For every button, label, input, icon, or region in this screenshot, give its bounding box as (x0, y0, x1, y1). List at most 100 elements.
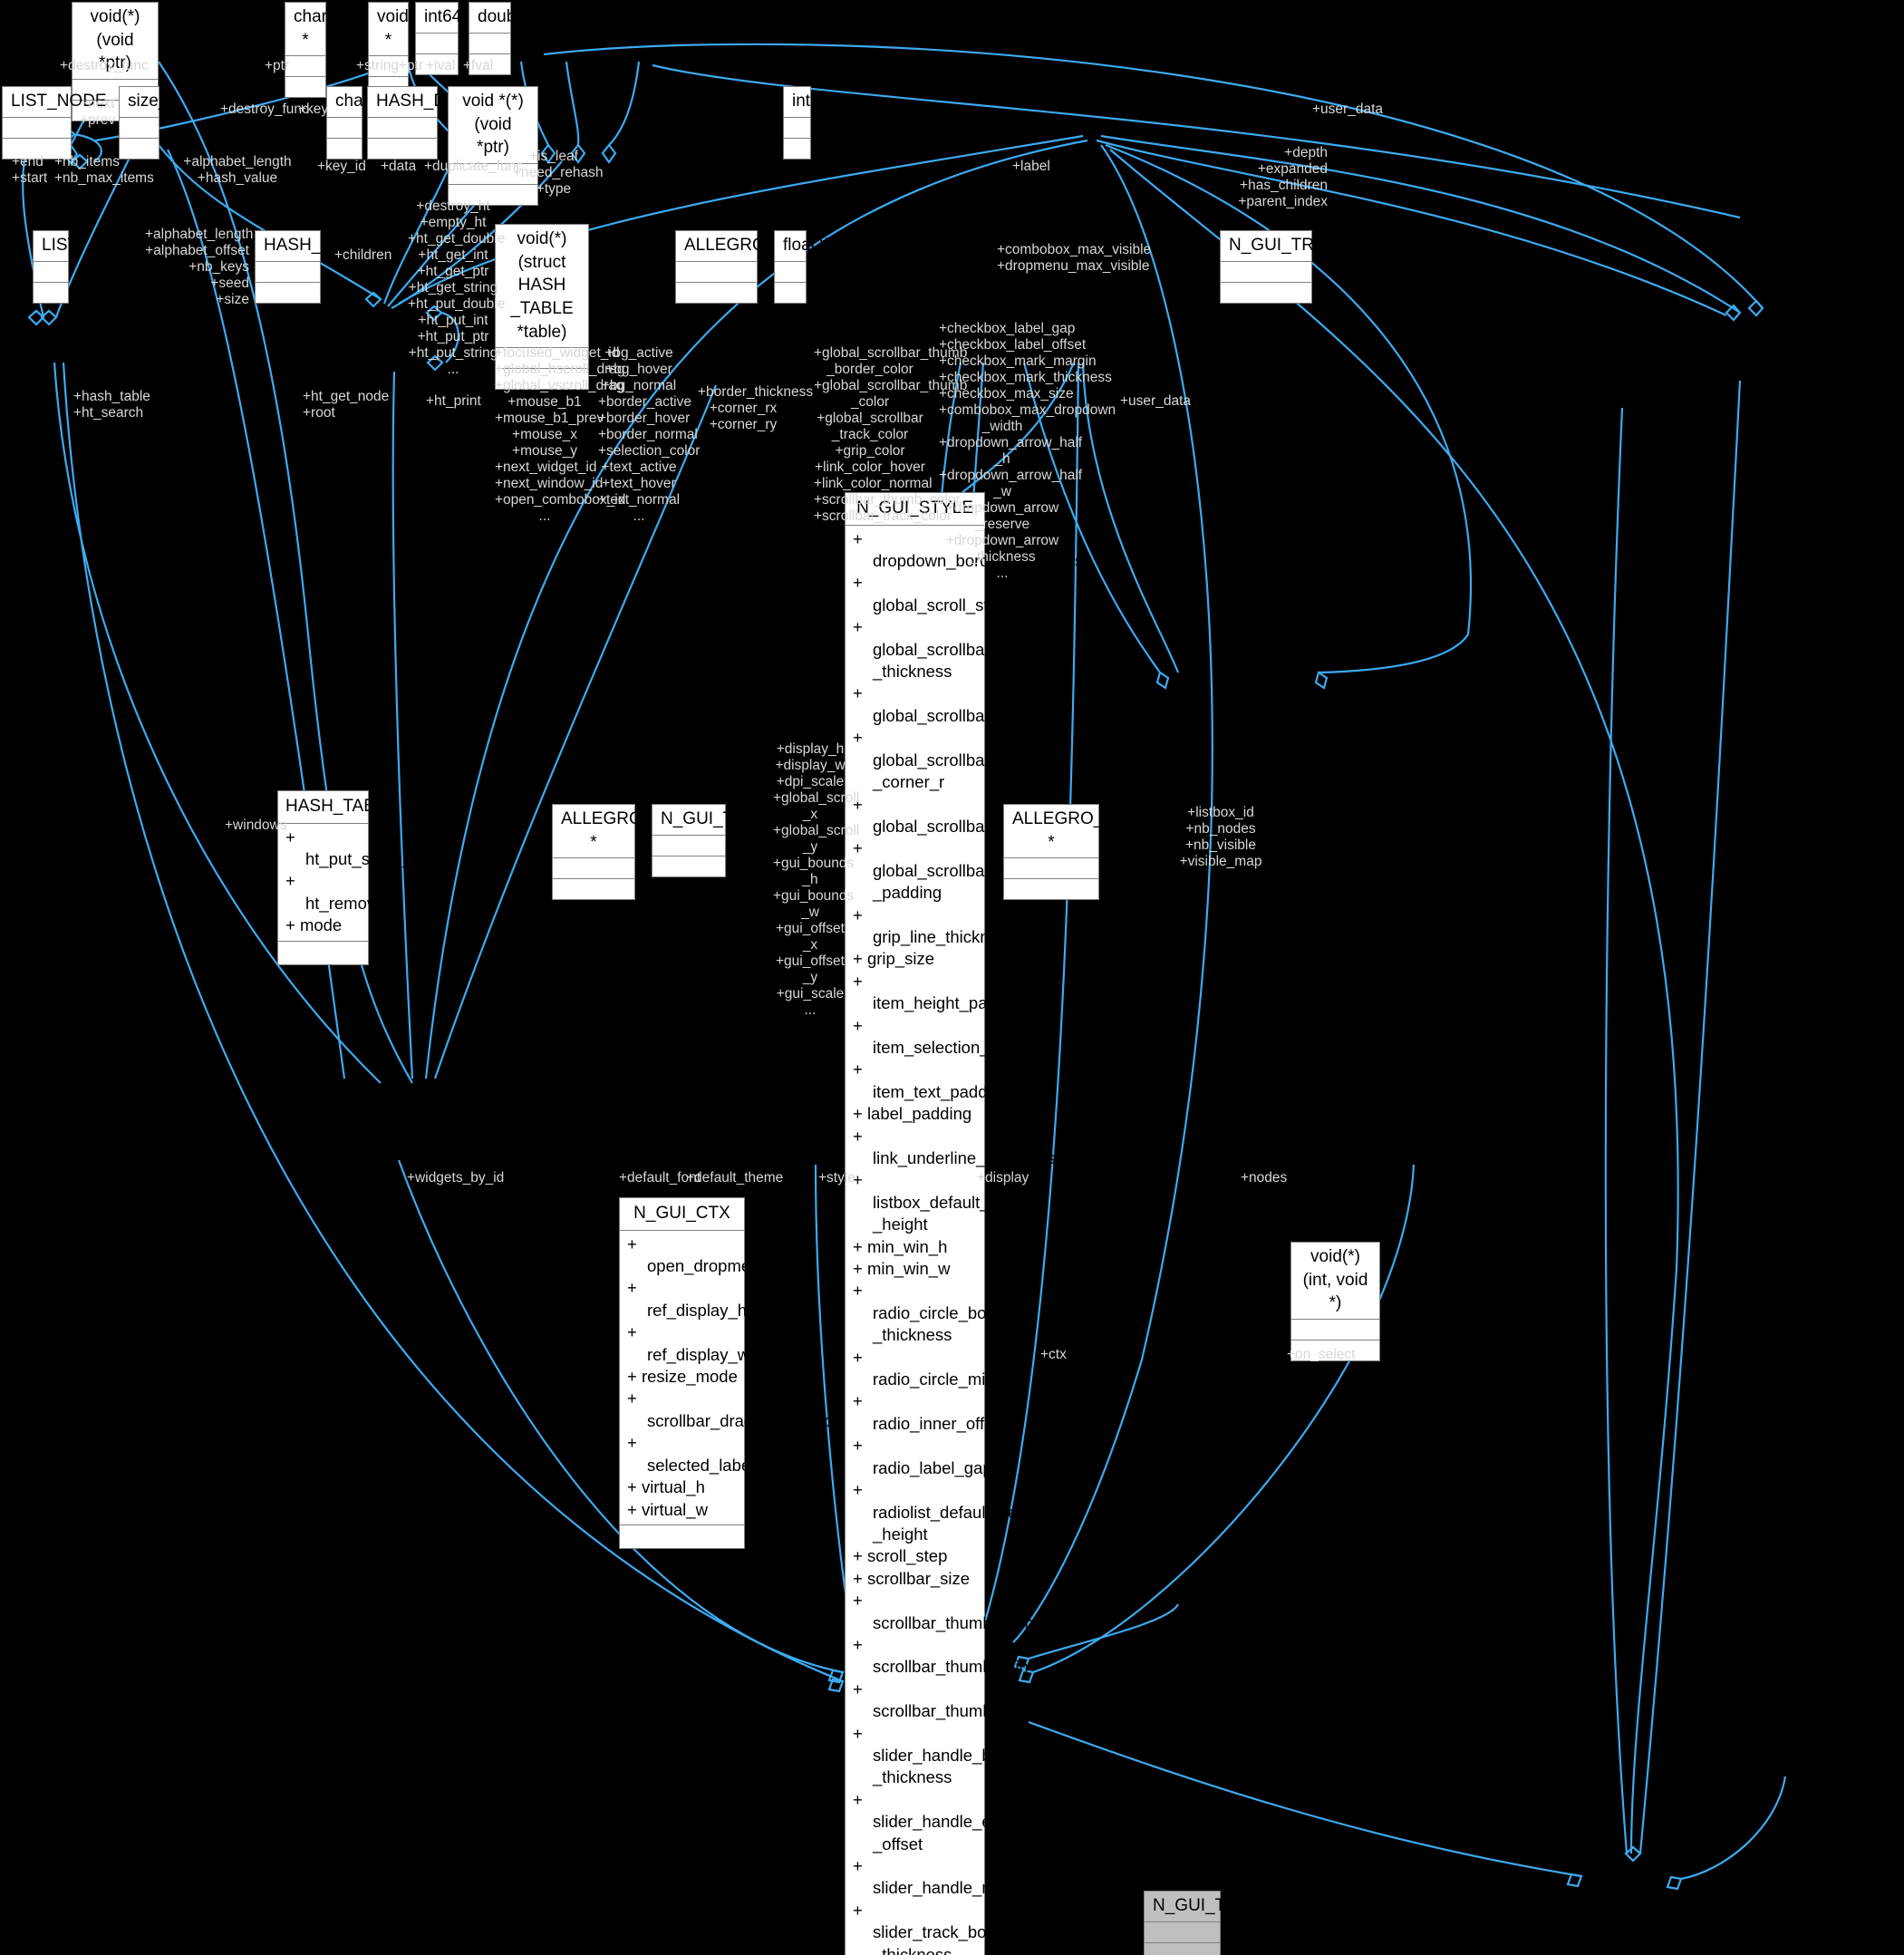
class-member: + slider_track_border _thickness (853, 1900, 1017, 1955)
class-title: int (784, 87, 810, 118)
class-node-char-ptr[interactable]: char * (285, 2, 327, 99)
class-member: + mode (285, 915, 343, 935)
operations-compartment (285, 77, 325, 98)
class-member: + scroll_step (853, 1546, 948, 1566)
class-title: N_GUI_TREE_NODE (1221, 231, 1397, 262)
operations-compartment (327, 138, 362, 159)
class-title: void(*)(struct HASH _TABLE *table) (496, 225, 588, 349)
class-title: char * (285, 3, 327, 57)
operations-compartment (1291, 1340, 1379, 1360)
class-node-n-gui-tree[interactable]: N_GUI_TREE (1144, 1891, 1261, 1955)
class-member: + radio_inner_offset (853, 1391, 1007, 1433)
operations-compartment (449, 184, 537, 205)
class-member: + global_scrollbar_thumb _padding (853, 838, 1047, 903)
class-title: N_GUI_STYLE (846, 493, 984, 526)
class-node-list-node[interactable]: LIST_NODE (2, 86, 107, 160)
class-member: + virtual_w (627, 1499, 708, 1519)
class-node-float[interactable]: float (774, 230, 816, 304)
operations-compartment (120, 138, 159, 159)
class-member: + label_padding (853, 1104, 972, 1124)
operations-compartment (620, 1524, 744, 1548)
class-node-hash-table[interactable]: HASH_TABLE + ht_put_string_ptr+ ht_remov… (277, 790, 431, 965)
class-member: + dropdown_border_thickness (853, 528, 1084, 571)
class-member: + scrollbar_drag_widget_id (627, 1389, 834, 1430)
class-title: HASH_NODE (256, 231, 371, 262)
attributes-compartment (285, 56, 325, 78)
class-title: void(*)(int, void *) (1291, 1243, 1379, 1320)
class-title: ALLEGRO_COLOR (676, 231, 836, 262)
class-node-int[interactable]: int (783, 86, 811, 160)
attributes-compartment (652, 835, 725, 857)
class-title: N_GUI_THEME (652, 805, 783, 836)
class-title: N_GUI_TREE (1145, 1892, 1261, 1922)
class-title: void * (369, 3, 409, 57)
operations-compartment (1145, 1942, 1220, 1955)
operations-compartment (34, 282, 68, 303)
operations-compartment (256, 282, 320, 303)
operations-compartment (278, 941, 368, 964)
class-title: ALLEGRO_DISPLAY * (1004, 805, 1174, 859)
class-node-n-gui-ctx[interactable]: N_GUI_CTX + open_dropmenu_id+ ref_displa… (619, 1197, 834, 1549)
class-member: + grip_size (853, 949, 934, 969)
attributes-compartment (1004, 858, 1098, 880)
attributes-compartment (553, 858, 634, 880)
class-node-double[interactable]: double (469, 2, 529, 75)
class-node-allegro-display[interactable]: ALLEGRO_DISPLAY * (1003, 804, 1174, 901)
class-node-allegro-color[interactable]: ALLEGRO_COLOR (675, 230, 836, 304)
class-node-allegro-font[interactable]: ALLEGRO_FONT * (552, 804, 699, 901)
class-node-void-ptr[interactable]: void * (368, 2, 409, 99)
attributes-compartment (416, 33, 458, 54)
attributes-compartment: + ht_put_string_ptr+ ht_remove+ mode (278, 823, 431, 942)
class-node-void-table-fn[interactable]: void(*)(struct HASH _TABLE *table) (495, 224, 589, 391)
operations-compartment (496, 369, 588, 390)
attributes-compartment (369, 56, 408, 78)
class-member: + radio_label_gap (853, 1436, 992, 1477)
attribute-list: + open_dropmenu_id+ ref_display_h+ ref_d… (620, 1231, 834, 1524)
operations-compartment (368, 138, 437, 159)
class-member: + slider_handle_border _thickness (853, 1723, 1030, 1787)
class-member: + listbox_default_item _height (853, 1170, 1021, 1234)
class-node-n-gui-style[interactable]: N_GUI_STYLE + dropdown_border_thickness +… (845, 492, 1084, 1955)
class-node-hash-node[interactable]: HASH_NODE (255, 230, 371, 304)
class-node-int64-t[interactable]: int64_t (415, 2, 476, 75)
class-node-list[interactable]: LIST (33, 230, 78, 304)
class-node-hash-data[interactable]: HASH_DATA (367, 86, 477, 160)
attributes-compartment (1291, 1319, 1379, 1340)
class-member: + ht_remove (285, 871, 385, 913)
attribute-list: + ht_put_string_ptr+ ht_remove+ mode (278, 824, 431, 941)
class-member: + ref_display_h (627, 1278, 748, 1320)
attributes-compartment (34, 261, 68, 283)
class-member: + ref_display_w (627, 1322, 750, 1364)
class-member: + item_text_padding (853, 1060, 1010, 1101)
class-member: + radio_circle_border _thickness (853, 1281, 1017, 1345)
class-member: + min_win_h (853, 1236, 948, 1256)
attributes-compartment (1221, 261, 1311, 283)
class-member: + global_scrollbar_border _thickness (853, 617, 1049, 682)
class-title: LIST (34, 231, 78, 262)
operations-compartment (676, 282, 757, 303)
class-member: + scrollbar_thumb_padding (853, 1679, 1061, 1721)
attributes-compartment (775, 261, 806, 283)
class-member: + resize_mode (627, 1367, 738, 1387)
class-member: + radio_circle_min_r (853, 1347, 1010, 1389)
class-member: + open_dropmenu_id (627, 1234, 792, 1276)
class-node-char[interactable]: char (326, 86, 369, 160)
class-title: float (775, 231, 816, 262)
class-node-void-int-fn[interactable]: void(*)(int, void *) (1290, 1242, 1380, 1361)
class-title: N_GUI_CTX (620, 1198, 744, 1231)
class-member: + global_scrollbar_thumb_min (853, 794, 1083, 836)
attributes-compartment (368, 117, 437, 139)
class-member: + scrollbar_thumb_corner_r (853, 1591, 1064, 1632)
attributes-compartment (120, 117, 159, 139)
attributes-compartment (449, 163, 537, 185)
class-node-void-ptr-fn[interactable]: void(*)(void *ptr) (72, 2, 159, 121)
class-node-n-gui-theme[interactable]: N_GUI_THEME (652, 804, 783, 877)
operations-compartment (652, 856, 725, 876)
class-title: int64_t (416, 3, 476, 34)
class-node-n-gui-tree-node[interactable]: N_GUI_TREE_NODE (1220, 230, 1397, 304)
operations-compartment (1004, 879, 1098, 900)
class-node-voidptr-fn[interactable]: void *(*)(void *ptr) (448, 86, 538, 206)
class-node-size-t[interactable]: size_t (119, 86, 173, 160)
class-member: + min_win_w (853, 1259, 951, 1279)
